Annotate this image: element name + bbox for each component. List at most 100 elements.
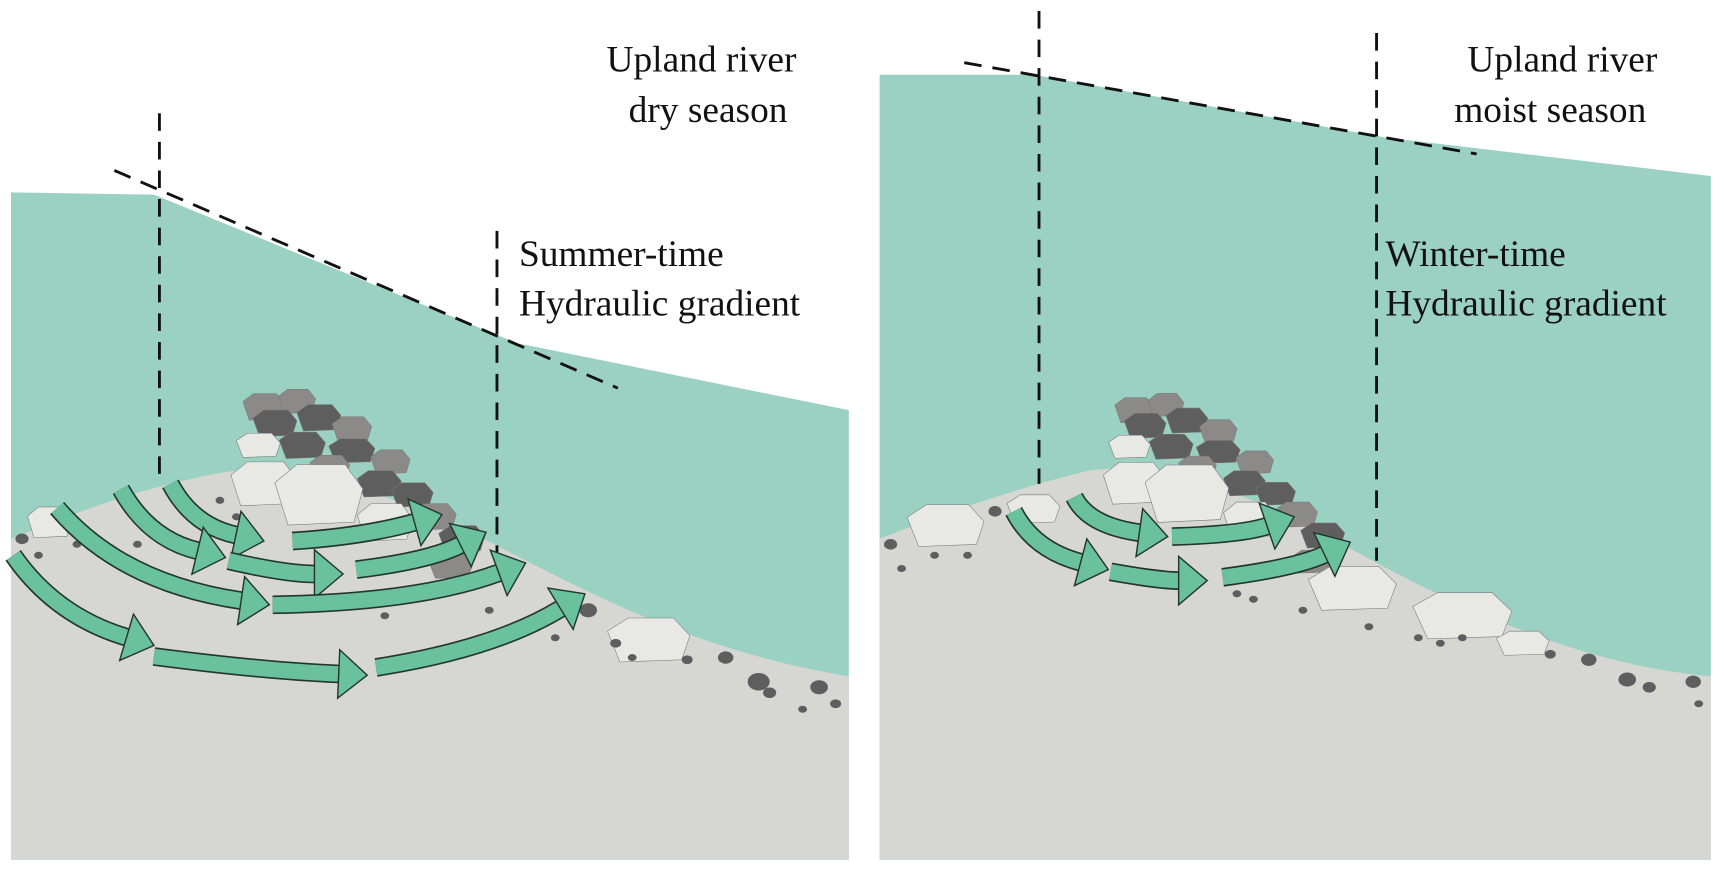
pebble xyxy=(1232,590,1242,598)
pebble xyxy=(897,564,906,573)
flow-arrow xyxy=(1065,492,1169,559)
pebble xyxy=(1249,595,1258,603)
pebble xyxy=(380,612,390,620)
pebble xyxy=(1364,623,1374,631)
pebble xyxy=(747,672,770,691)
flow-arrow xyxy=(162,479,265,560)
panel-subtitle: moist season xyxy=(1454,90,1646,131)
pebble xyxy=(15,533,29,545)
pebble xyxy=(1298,606,1308,614)
rock xyxy=(607,617,691,663)
flow-arrow xyxy=(1171,501,1296,551)
pebble xyxy=(1618,672,1637,687)
pebble xyxy=(810,680,828,695)
arrowhead-icon xyxy=(313,548,345,600)
arrowhead-icon xyxy=(1312,531,1352,579)
pebble xyxy=(830,699,842,709)
arrowhead-icon xyxy=(190,525,227,576)
arrowhead-icon xyxy=(1073,537,1110,587)
pebble xyxy=(550,634,560,642)
flow-arrows xyxy=(1005,492,1352,607)
pebble xyxy=(1685,675,1701,688)
rock xyxy=(1412,592,1513,640)
rock xyxy=(1223,470,1266,497)
pebble xyxy=(717,651,734,664)
rock xyxy=(1235,450,1274,475)
pebble xyxy=(1413,634,1423,642)
arrowhead-icon xyxy=(489,548,527,598)
pebble xyxy=(579,603,598,618)
pebble xyxy=(610,638,622,648)
arrowhead-icon xyxy=(1258,501,1296,551)
rock xyxy=(357,470,402,498)
panel-dry-season: Upland river dry season Summer-time Hydr… xyxy=(5,39,849,860)
arrowhead-icon xyxy=(229,509,265,560)
flow-arrow xyxy=(152,647,369,700)
pebble xyxy=(484,606,494,614)
flow-arrows xyxy=(5,479,586,700)
arrowhead-icon xyxy=(546,587,586,631)
rock xyxy=(1165,407,1209,434)
rock xyxy=(1496,630,1550,656)
rock xyxy=(370,449,411,475)
flow-arrow xyxy=(374,587,586,677)
pebble xyxy=(988,506,1002,517)
rock xyxy=(1308,566,1397,611)
arrowhead-icon xyxy=(448,522,487,569)
rock xyxy=(236,432,281,458)
rock xyxy=(274,464,364,526)
pebble xyxy=(34,551,43,559)
panel-moist-season: Upland river moist season Winter-time Hy… xyxy=(879,10,1711,860)
panel-title: Upland river xyxy=(1467,39,1657,80)
hydraulic-gradient-line xyxy=(964,61,1477,156)
flow-arrow xyxy=(272,548,527,615)
panel-title: Upland river xyxy=(607,39,797,80)
gradient-label: Hydraulic gradient xyxy=(1385,284,1667,325)
flow-arrow xyxy=(1108,554,1209,607)
rock xyxy=(278,431,326,459)
pebble xyxy=(215,496,225,504)
pebble xyxy=(883,539,898,550)
rock xyxy=(1255,482,1296,506)
arrowhead-icon xyxy=(406,497,444,548)
arrowhead-icon xyxy=(1177,554,1209,607)
flow-arrow xyxy=(1005,506,1110,587)
pebble xyxy=(1544,649,1556,659)
pebble xyxy=(1581,653,1597,666)
pebble xyxy=(681,655,693,665)
gradient-label: Winter-time xyxy=(1385,234,1565,275)
rock xyxy=(1108,434,1151,459)
gravel-bar-rocks xyxy=(883,393,1704,708)
pebble xyxy=(798,705,808,713)
pebble xyxy=(1435,639,1445,647)
rock xyxy=(296,404,342,432)
arrowhead-icon xyxy=(1135,507,1169,559)
flow-arrow xyxy=(50,501,271,627)
pebble xyxy=(133,540,142,548)
rock xyxy=(906,504,985,547)
arrowhead-icon xyxy=(236,575,271,627)
panel-subtitle: dry season xyxy=(629,90,788,131)
flow-arrow xyxy=(226,548,345,600)
rock xyxy=(1148,433,1194,460)
rock xyxy=(1144,464,1229,523)
pebble xyxy=(627,654,637,662)
flow-arrow xyxy=(355,522,487,579)
pebble xyxy=(930,551,939,559)
pebble xyxy=(763,687,777,699)
pebble xyxy=(231,513,241,521)
flow-arrow xyxy=(112,484,227,576)
pebble xyxy=(1457,634,1467,642)
pebble xyxy=(1694,700,1704,708)
flow-arrow xyxy=(5,549,155,662)
pebble xyxy=(963,551,972,559)
rock xyxy=(331,416,372,442)
pebble xyxy=(1642,681,1656,693)
arrowhead-icon xyxy=(118,612,155,662)
arrowhead-icon xyxy=(336,648,369,700)
flow-arrow xyxy=(291,497,444,551)
flow-arrow xyxy=(1221,531,1352,587)
gradient-label: Summer-time xyxy=(519,234,724,275)
gradient-label: Hydraulic gradient xyxy=(519,284,801,325)
